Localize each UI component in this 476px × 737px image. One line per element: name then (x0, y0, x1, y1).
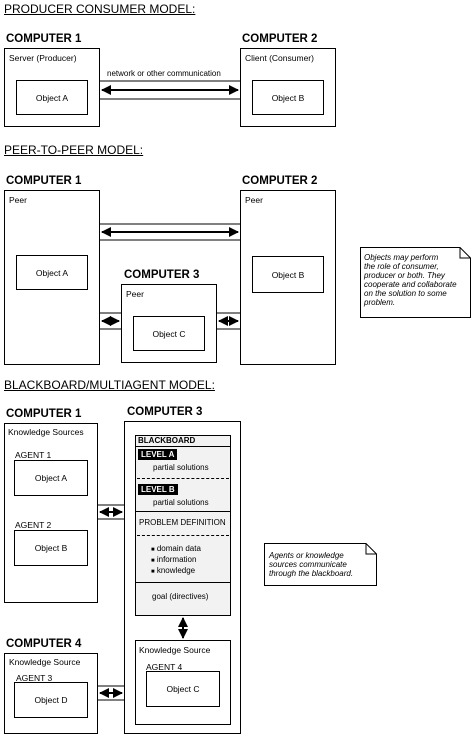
peer1-peer2-link (100, 223, 240, 241)
level-b-badge: LEVEL B (138, 484, 178, 495)
bb-note-line-1: Agents or knowledge (269, 551, 344, 560)
level-a-badge: LEVEL A (138, 449, 178, 460)
peer-note-line-6: problem. (364, 298, 396, 307)
peer1-label: Peer (9, 195, 27, 205)
ks-label: Knowledge Source (139, 645, 211, 655)
agent1-label: AGENT 1 (15, 450, 52, 460)
bb-note-line-3: through the blackboard. (269, 569, 354, 578)
bb-object-c: Object C (146, 671, 220, 707)
bullet-text: domain data (156, 544, 201, 553)
bb-object-d: Object D (14, 682, 88, 718)
peer-computer1-title: COMPUTER 1 (6, 175, 82, 187)
partial-solutions-b: partial solutions (153, 498, 209, 507)
peer1-peer3-link (100, 312, 121, 330)
peer-note: Objects may perform the role of consumer… (360, 247, 471, 318)
agent2-label: AGENT 2 (15, 520, 52, 530)
peer-object-b: Object B (252, 256, 324, 293)
peer-note-line-4: cooperate and collaborate (364, 280, 457, 289)
producer-client-label: Client (Consumer) (245, 53, 314, 63)
knowledge-sources-label: Knowledge Sources (8, 427, 84, 437)
bullet-item: ■ information (151, 555, 197, 564)
producer-computer1-title: COMPUTER 1 (6, 33, 82, 45)
ks4-label: Knowledge Source (9, 657, 81, 667)
blackboard-title: BLACKBOARD (138, 436, 196, 445)
peer-note-line-5: on the solution to some (364, 289, 447, 298)
peer-computer2-title: COMPUTER 2 (242, 175, 318, 187)
bullet-text: information (156, 555, 197, 564)
peer2-label: Peer (245, 195, 263, 205)
goal-divider (135, 582, 231, 583)
level-divider (137, 478, 229, 479)
peer-note-line-1: Objects may perform (364, 253, 439, 262)
peer-object-c: Object C (133, 316, 205, 351)
bullet-list: ■ domain data ■ information ■ knowledge (151, 544, 201, 577)
bullet-item: ■ knowledge (151, 566, 196, 575)
bb-note-line-2: sources communicate (269, 560, 347, 569)
bb-c1-c3-link (98, 504, 124, 520)
peer-computer3-title: COMPUTER 3 (124, 269, 200, 281)
peer3-label: Peer (126, 289, 144, 299)
peer-note-line-3: producer or both. They (364, 271, 445, 280)
producer-object-a: Object A (16, 80, 88, 115)
peer-note-line-2: the role of consumer, (364, 262, 439, 271)
partial-solutions-a: partial solutions (153, 463, 209, 472)
bb-computer3-title: COMPUTER 3 (127, 406, 203, 418)
problem-divider (135, 511, 231, 512)
blackboard-heading: BLACKBOARD/MULTIAGENT MODEL: (4, 378, 215, 392)
peer-object-a: Object A (16, 255, 88, 290)
bb-computer1-title: COMPUTER 1 (6, 408, 82, 420)
producer-link (100, 80, 240, 100)
bb-computer1-box (4, 423, 98, 603)
network-label: network or other communication (107, 69, 221, 78)
agent3-label: AGENT 3 (16, 673, 53, 683)
problem-definition-label: PROBLEM DEFINITION (139, 518, 226, 527)
producer-computer2-title: COMPUTER 2 (242, 33, 318, 45)
bb-c4-c3-link (98, 685, 124, 701)
producer-consumer-heading: PRODUCER CONSUMER MODEL: (4, 2, 196, 16)
blackboard-note: Agents or knowledge sources communicate … (264, 543, 377, 586)
producer-object-b: Object B (252, 80, 324, 115)
peer3-peer2-link (217, 312, 240, 330)
producer-server-label: Server (Producer) (9, 53, 77, 63)
goal-label: goal (directives) (152, 592, 209, 601)
bullet-text: knowledge (156, 566, 196, 575)
blackboard-title-divider (135, 446, 231, 447)
blackboard-panel (135, 435, 231, 616)
bb-object-a: Object A (14, 460, 88, 496)
peer-to-peer-heading: PEER-TO-PEER MODEL: (4, 143, 144, 157)
bb-object-b: Object B (14, 530, 88, 566)
bullet-item: ■ domain data (151, 544, 201, 553)
problem-dash-divider (137, 535, 229, 536)
agent4-label: AGENT 4 (146, 662, 183, 672)
bb-computer4-title: COMPUTER 4 (6, 638, 82, 650)
